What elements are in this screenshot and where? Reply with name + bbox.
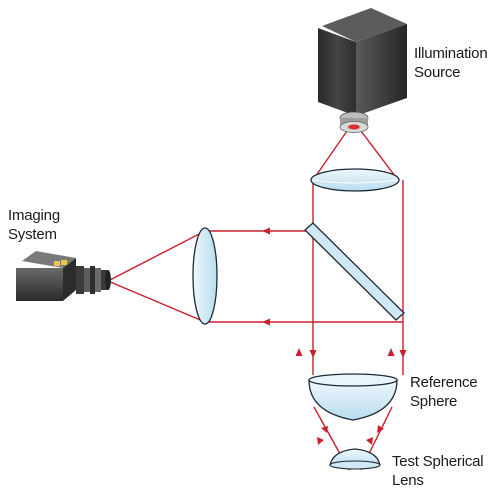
test-spherical-lens-label: Test Spherical Lens [392, 452, 484, 490]
reference-sphere-label-line1: Reference [410, 374, 478, 391]
camera-icon [16, 251, 111, 301]
arrow-sphere-right-up [366, 437, 373, 445]
arrow-left-bottom [262, 318, 270, 326]
arrow-sphere-right-down [377, 425, 384, 433]
beam-source-right [360, 130, 399, 181]
illumination-source-label-line1: Illumination [414, 45, 488, 62]
arrow-up-left2 [295, 348, 303, 356]
arrow-down-left [309, 350, 317, 358]
imaging-system-label: Imaging System [8, 206, 60, 244]
test-spherical-lens-label-line2: Lens [392, 472, 424, 489]
reference-sphere-label: Reference Sphere [410, 373, 478, 411]
imaging-system-label-line2: System [8, 226, 57, 243]
illumination-source-label-line2: Source [414, 64, 461, 81]
beamsplitter-icon [304, 222, 405, 321]
reference-sphere-icon [308, 373, 398, 421]
test-spherical-lens-label-line1: Test Spherical [392, 453, 484, 470]
beam-arrows [262, 227, 407, 445]
beam-converge-top [107, 230, 206, 282]
imaging-lens-icon [192, 227, 218, 325]
arrow-sphere-left-up [317, 437, 324, 445]
imaging-system-label-line1: Imaging [8, 207, 60, 224]
arrow-sphere-left-down [321, 426, 328, 433]
beam-source-left [312, 130, 348, 181]
arrow-up-right2 [387, 348, 395, 356]
illumination-source-label: Illumination Source [414, 44, 488, 82]
beam-converge-bottom [107, 280, 206, 323]
reference-sphere-label-line2: Sphere [410, 393, 458, 410]
illumination-source-icon [318, 8, 407, 133]
collimating-lens-icon [310, 168, 400, 192]
test-lens-icon [329, 448, 381, 470]
arrow-down-right [399, 350, 407, 358]
arrow-left-top [262, 227, 270, 235]
